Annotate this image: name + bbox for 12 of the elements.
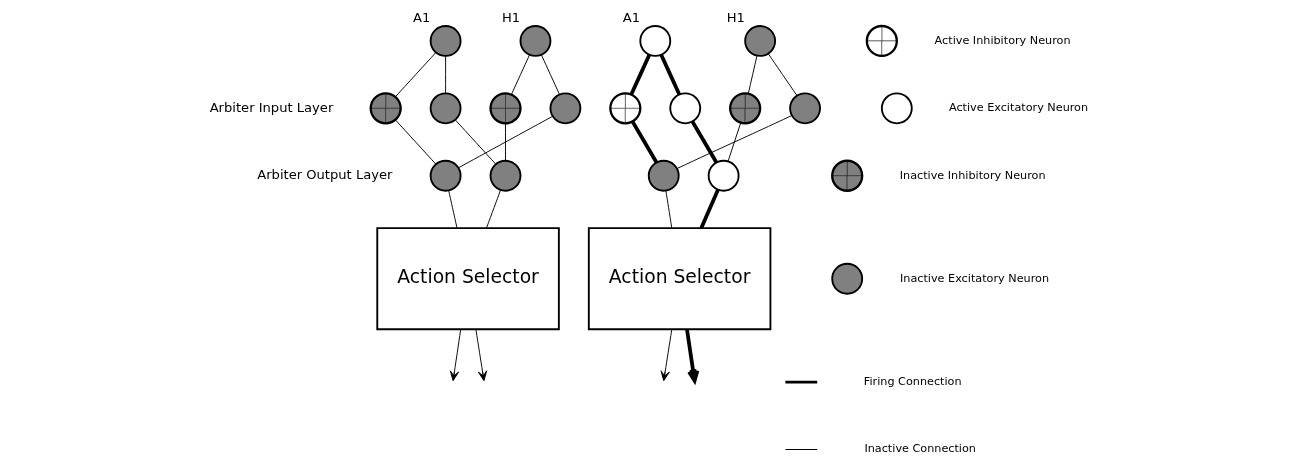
legend-label: Firing Connection xyxy=(863,374,962,388)
node-label: H1 xyxy=(726,10,745,26)
node-label: A1 xyxy=(412,10,430,26)
legend-label: Active Inhibitory Neuron xyxy=(934,33,1071,47)
legend-label: Active Excitatory Neuron xyxy=(948,101,1088,115)
label: Arbiter Input Layer xyxy=(209,99,333,115)
legend-label: Inactive Excitatory Neuron xyxy=(899,271,1049,285)
legend-label: Inactive Connection xyxy=(863,441,976,455)
label: Arbiter Output Layer xyxy=(256,167,392,183)
node-label: A1 xyxy=(622,10,640,26)
node-label: H1 xyxy=(501,10,520,26)
legend-label: Inactive Inhibitory Neuron xyxy=(899,168,1046,182)
